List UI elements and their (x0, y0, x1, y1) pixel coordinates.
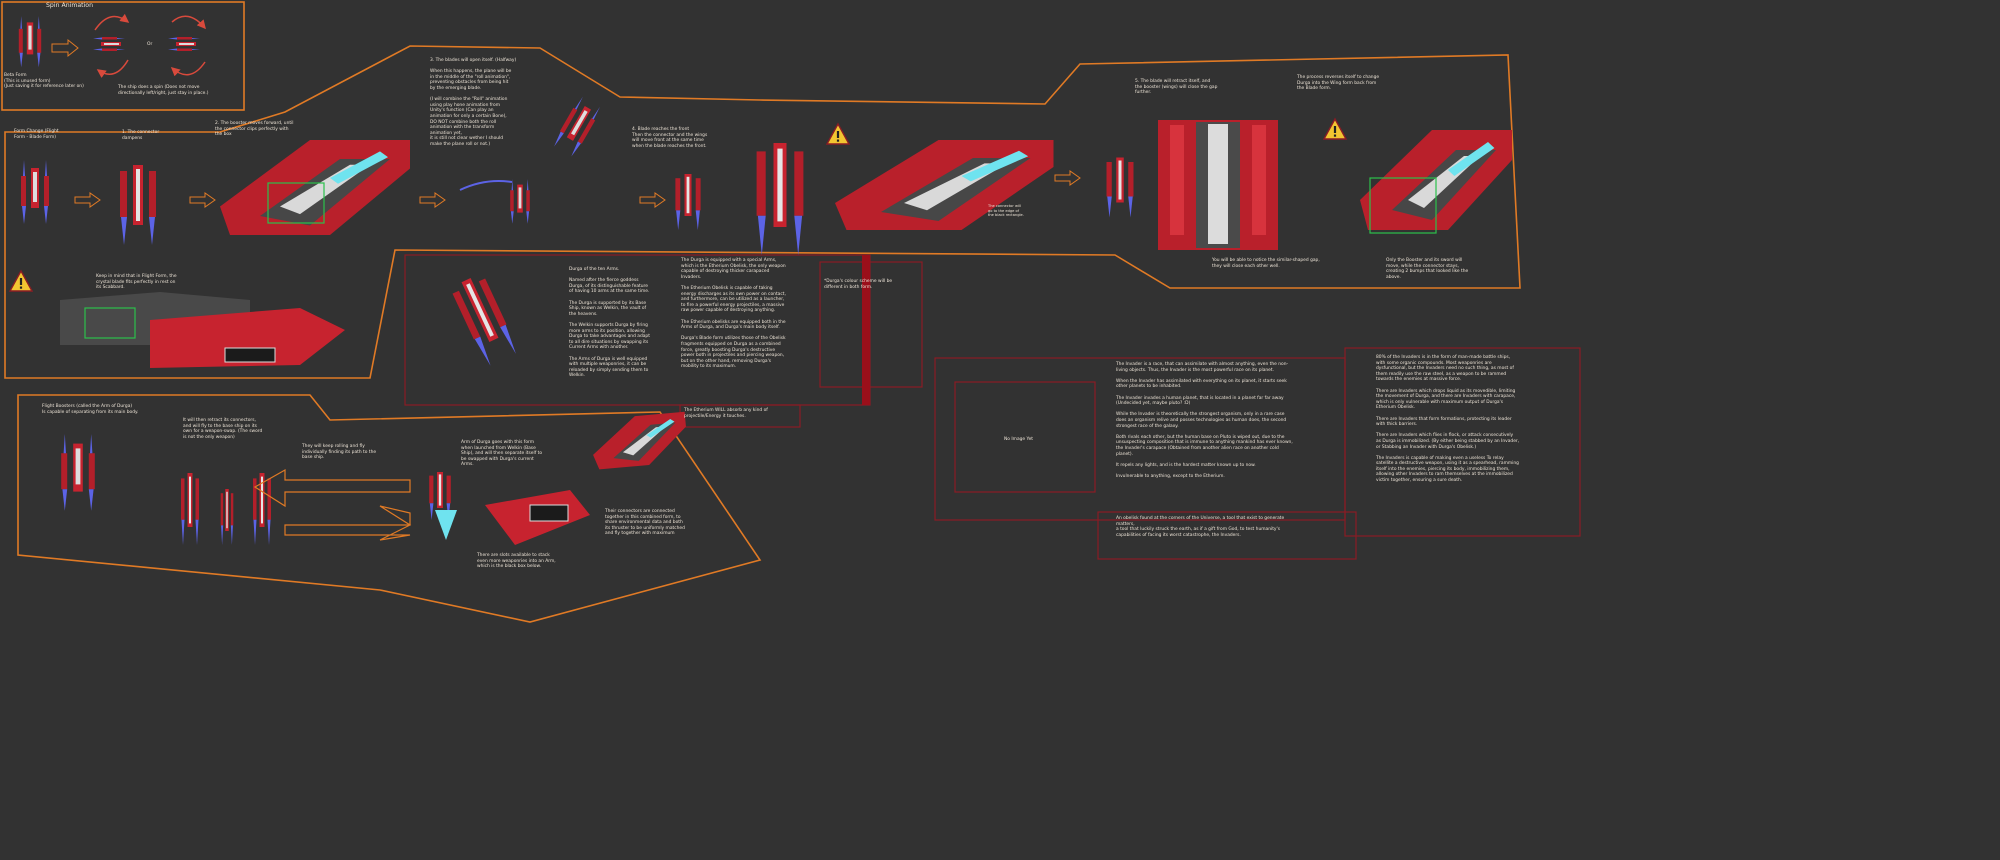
arms-info-ship (449, 272, 520, 368)
etherium-absorb-note: The Etherium WILL absorb any kind of pro… (684, 408, 768, 419)
beta-form-label: Beta Form (This is unused form) (Just sa… (4, 73, 84, 90)
booster-closeup (220, 140, 410, 235)
step-arrow (1054, 170, 1081, 186)
flight-form-ship (21, 160, 49, 224)
spin-animation-frame (1, 1, 245, 111)
step-4-note: 4. Blade reaches the front Then the conn… (632, 127, 708, 149)
spin-animation-title: Spin Animation (46, 2, 94, 9)
step-5-note: 5. The blade will retract itself, and th… (1135, 79, 1218, 96)
form-change-title: Form Change (Flight Form - Blade Form) (14, 129, 59, 140)
colour-scheme-box (819, 261, 923, 388)
flight-boosters-note: Flight Boosters (called the Arm of Durga… (42, 404, 139, 415)
separating-arms-ship (61, 434, 95, 511)
retract-ship (1106, 157, 1134, 218)
invader-types-description: 80% of the Invaders is in the form of ma… (1376, 355, 1520, 484)
arm-closeup-bottom (485, 490, 590, 545)
boosters-note: Only the Booster and its sword will move… (1386, 258, 1469, 280)
durga-description: Durga of the ten Arms. Named after the f… (569, 267, 650, 379)
red-divider-bar (862, 255, 870, 405)
form-change-frame (4, 45, 1521, 379)
arm-goes-note: Arm of Durga goes with this form when la… (461, 440, 543, 468)
etherium-obelisk-description: The Durga is equipped with a special Arm… (681, 258, 786, 370)
spin-ship-mid (93, 37, 125, 51)
arm-closeup-top (590, 411, 689, 470)
warning-icon (1323, 118, 1347, 140)
base-ship-arrow (253, 468, 411, 508)
gap-note: You will be able to notice the similar-s… (1212, 258, 1320, 269)
base-ship-arrow (284, 505, 412, 541)
warning-icon (826, 123, 850, 145)
green-highlight-box (1369, 177, 1437, 234)
flight-boosters-frame (17, 394, 762, 623)
connector-note: The connector will go to the edge of the… (988, 204, 1024, 218)
keep-rolling-note: They will keep rolling and fly individua… (302, 444, 377, 461)
slots-note: There are slots available to stack even … (477, 553, 556, 570)
blade-open-ship (551, 95, 603, 158)
green-highlight-box (267, 182, 325, 224)
spin-arrow (51, 38, 79, 58)
blade-emerge (459, 180, 513, 191)
invader-types-box (1344, 347, 1581, 537)
or-label: Or (147, 42, 153, 47)
no-image-label: No Image Yet (1004, 437, 1034, 442)
step-3-note: 3. The blades will open itself. (Halfway… (430, 58, 517, 147)
roll-ship (510, 179, 530, 224)
spin-ship-right (168, 37, 200, 51)
step-arrow (639, 192, 666, 208)
blade-form-ship-large (756, 143, 804, 255)
connector-dampen-ship (120, 165, 156, 245)
invader-description: The Invader is a race, that can assimila… (1116, 362, 1293, 479)
flight-form-note: Keep in mind that in Flight Form, the cr… (96, 274, 177, 291)
step-2-note: 2. The booster moves forward, until the … (215, 121, 294, 138)
flight-form-side-ship (60, 292, 345, 368)
thruster-glow (435, 510, 457, 540)
colour-scheme-note: *Durga's colour scheme will be different… (824, 279, 893, 290)
step-1-note: 1. The connector dampens (122, 130, 160, 141)
spin-note: The ship does a spin (Does not move dire… (118, 85, 209, 96)
retract-connectors-note: It will then retract its connectors, and… (183, 418, 263, 440)
obelisk-origin-note: An obelisk found at the corners of the U… (1116, 516, 1285, 538)
blade-front-ship (675, 174, 701, 230)
step-arrow (419, 192, 446, 208)
connectors-note: Their connectors are connected together … (605, 509, 685, 537)
rotation-arrows (94, 13, 206, 78)
step-arrow (189, 192, 216, 208)
retracting-arms (181, 473, 271, 545)
step-arrow (74, 192, 101, 208)
warning-icon (9, 270, 33, 292)
spin-ship-left (18, 16, 42, 68)
process-reverse-note: The process reverses itself to change Du… (1297, 75, 1380, 92)
no-image-box (954, 381, 1096, 493)
closed-gap-ship (1158, 120, 1278, 250)
